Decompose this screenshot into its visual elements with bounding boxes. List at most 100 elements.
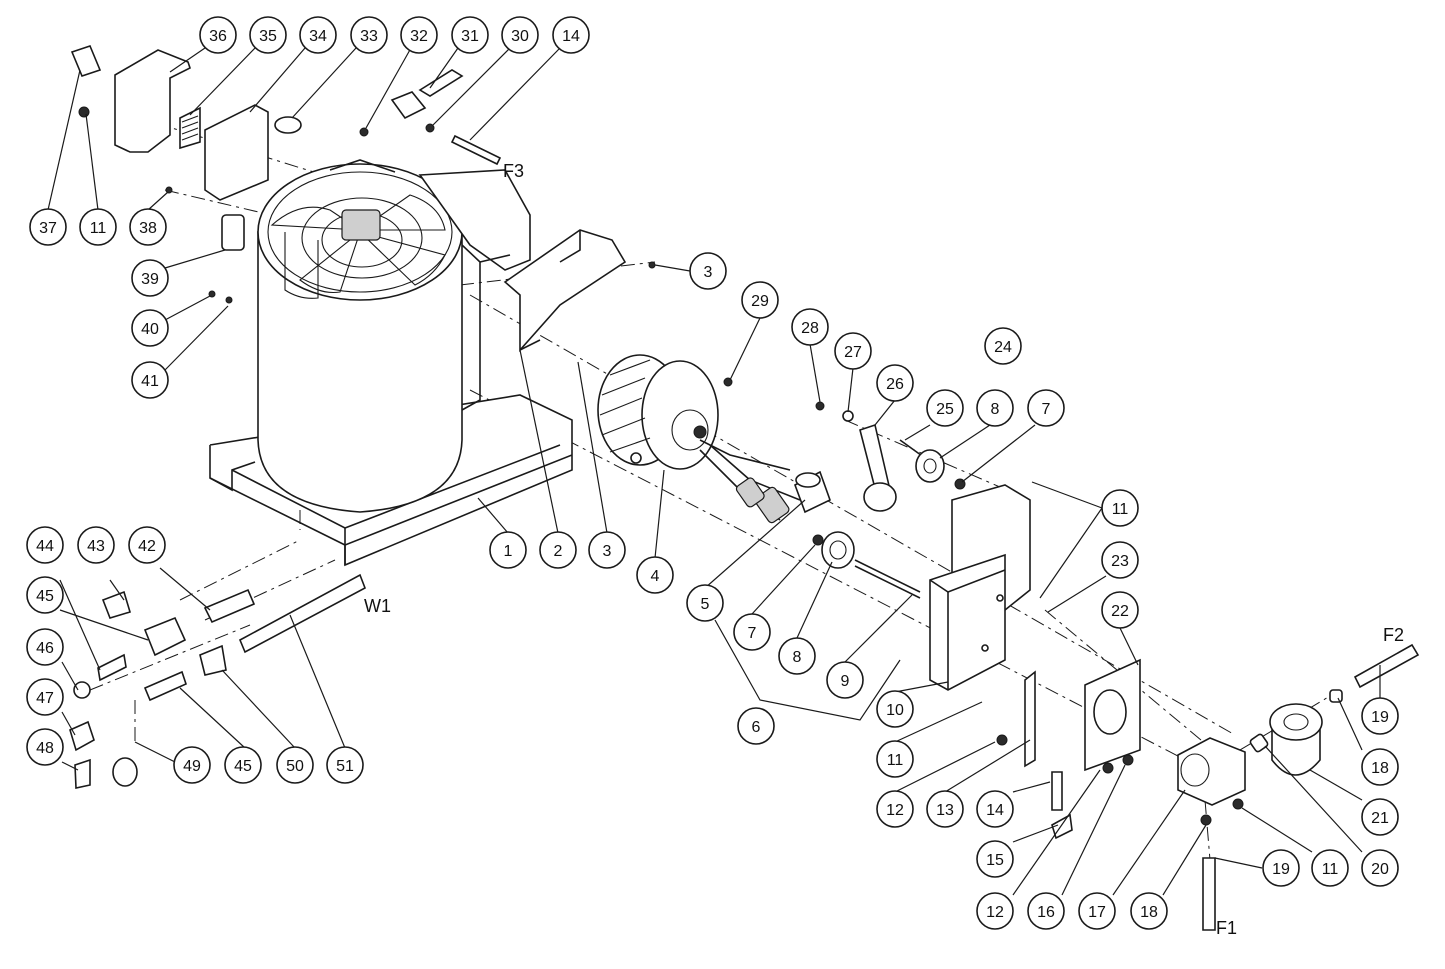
balloon-number: 13 [936,802,954,819]
balloon-19: 19 [1262,849,1300,887]
balloon-number: 1 [504,543,513,560]
balloon-19: 19 [1361,697,1399,735]
balloon-number: 20 [1371,861,1389,878]
balloon-number: 47 [36,690,54,707]
balloon-number: 39 [141,271,159,288]
balloon-number: 25 [936,401,954,418]
balloon-30: 30 [501,16,539,54]
balloon-circle [876,790,914,828]
balloon-number: 41 [141,373,159,390]
balloon-14: 14 [976,790,1014,828]
balloon-circle [26,526,64,564]
balloon-21: 21 [1361,798,1399,836]
blower-housing [257,159,531,513]
balloon-8: 8 [778,637,816,675]
balloon-43: 43 [77,526,115,564]
balloon-number: 44 [36,538,54,555]
balloon-number: 12 [886,802,904,819]
balloon-circle [552,16,590,54]
balloon-circle [689,252,727,290]
balloon-circle [350,16,388,54]
balloon-number: 31 [461,28,479,45]
water-fittings [69,573,367,789]
balloon-circle [173,746,211,784]
balloon-number: 28 [801,320,819,337]
balloon-number: 50 [286,758,304,775]
balloon-2: 2 [539,531,577,569]
balloon-11: 11 [79,208,117,246]
balloon-number: 11 [90,220,107,237]
balloon-circle [976,389,1014,427]
leader-lines [47,47,1381,896]
balloon-48: 48 [26,728,64,766]
balloon-24: 24 [984,327,1022,365]
balloon-circle [733,613,771,651]
fuel-filter [1249,689,1343,776]
balloon-number: 38 [139,220,157,237]
fuel-pump [1177,737,1246,810]
balloon-number: 29 [751,293,769,310]
coupling [794,470,831,514]
balloon-circle [501,16,539,54]
balloon-number: 36 [209,28,227,45]
balloon-number: 6 [752,719,761,736]
label-w1: W1 [364,596,391,616]
balloon-circle [29,208,67,246]
balloon-3: 3 [689,252,727,290]
balloon-number: 3 [704,264,713,281]
balloon-26: 26 [876,364,914,402]
balloon-circle [77,526,115,564]
balloon-number: 21 [1371,810,1389,827]
balloon-10: 10 [876,690,914,728]
balloon-circle [926,389,964,427]
balloon-number: 8 [793,649,802,666]
balloon-15: 15 [976,840,1014,878]
balloon-number: 27 [844,344,862,361]
balloon-number: 5 [701,596,710,613]
balloon-circle [984,327,1022,365]
balloon-number: 37 [39,220,57,237]
balloon-number: 14 [986,802,1004,819]
balloon-5: 5 [686,584,724,622]
balloon-17: 17 [1078,892,1116,930]
balloon-50: 50 [276,746,314,784]
balloon-circle [1027,892,1065,930]
balloon-44: 44 [26,526,64,564]
balloon-18: 18 [1361,748,1399,786]
balloon-number: 11 [887,752,904,769]
balloon-circle [1361,697,1399,735]
balloon-11: 11 [1101,489,1139,527]
balloon-25: 25 [926,389,964,427]
balloon-36: 36 [199,16,237,54]
balloon-13: 13 [926,790,964,828]
balloon-circle [588,531,626,569]
balloon-circle [26,728,64,766]
balloon-circle [451,16,489,54]
balloon-number: 4 [651,568,660,585]
balloon-6: 6 [737,707,775,745]
mount-plate [996,658,1141,774]
balloon-circle [1130,892,1168,930]
balloon-number: 33 [360,28,378,45]
balloon-1: 1 [489,531,527,569]
balloon-circle [131,309,169,347]
balloon-18: 18 [1130,892,1168,930]
air-bracket [503,229,627,353]
balloon-number: 45 [234,758,252,775]
balloon-number: 26 [886,376,904,393]
balloon-number: 11 [1112,501,1129,518]
balloon-29: 29 [741,281,779,319]
balloon-51: 51 [326,746,364,784]
balloon-number: 7 [748,625,757,642]
balloon-circle [876,740,914,778]
balloon-circle [276,746,314,784]
balloon-circle [876,690,914,728]
balloon-47: 47 [26,678,64,716]
balloon-number: 8 [991,401,1000,418]
balloon-circle [224,746,262,784]
pump-drive-lower [812,531,921,599]
label-f2: F2 [1383,625,1404,645]
balloon-circle [1361,798,1399,836]
balloon-circle [1101,541,1139,579]
balloon-number: 14 [562,28,580,45]
